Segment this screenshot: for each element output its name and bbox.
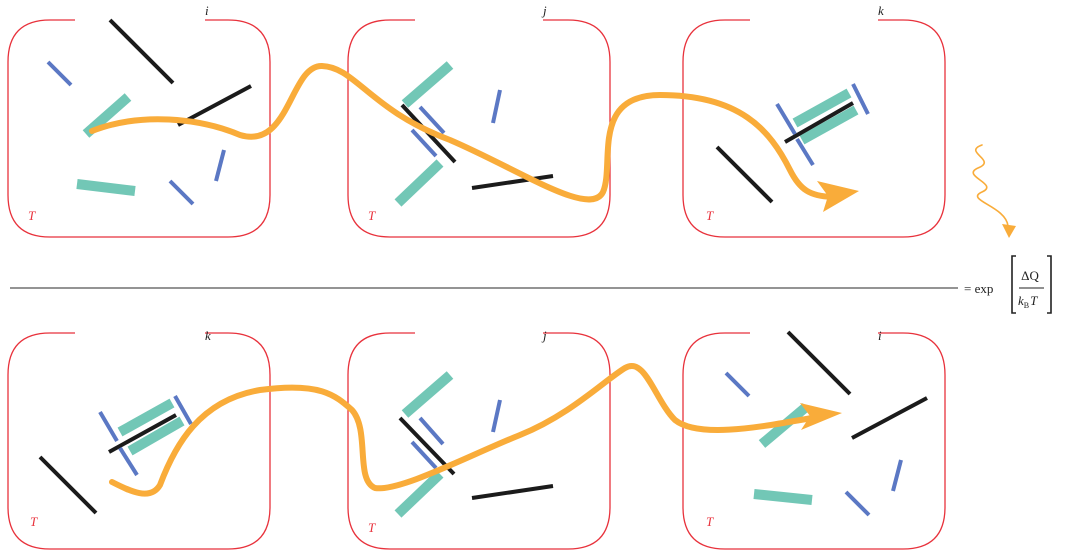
black-rod bbox=[784, 101, 854, 144]
blue-rod bbox=[46, 60, 73, 87]
blue-rod bbox=[851, 83, 870, 115]
black-rod bbox=[108, 18, 175, 85]
black-rod bbox=[108, 413, 177, 454]
top-box-3-state-label: k bbox=[878, 3, 884, 18]
teal-rod bbox=[394, 470, 444, 518]
black-rod bbox=[851, 396, 928, 440]
reverse-trajectory-path bbox=[109, 363, 815, 497]
blue-rod bbox=[775, 102, 797, 136]
teal-rod bbox=[117, 398, 175, 437]
bottom-box-2-temperature-label: T bbox=[368, 520, 376, 535]
forward-trajectory-arrowhead bbox=[817, 181, 859, 212]
black-rod bbox=[471, 484, 554, 500]
bottom-box-state-3: i T bbox=[682, 328, 946, 550]
ratio-prefix: = exp bbox=[964, 281, 993, 296]
blue-rod bbox=[418, 105, 446, 135]
bottom-box-3-temperature-label: T bbox=[706, 514, 714, 529]
bottom-box-2-state-label: j bbox=[541, 328, 547, 343]
bottom-box-1-temperature-label: T bbox=[30, 514, 38, 529]
teal-rod bbox=[127, 416, 185, 456]
top-box-3-temperature-label: T bbox=[706, 208, 714, 223]
heat-arrowhead-icon bbox=[1002, 224, 1016, 238]
blue-rod bbox=[891, 459, 903, 492]
teal-rod bbox=[753, 489, 813, 505]
blue-rod bbox=[98, 410, 119, 443]
top-box-2-temperature-label: T bbox=[368, 208, 376, 223]
top-box-2-state-label: j bbox=[541, 3, 547, 18]
blue-rod bbox=[844, 490, 871, 517]
blue-rod bbox=[168, 179, 195, 206]
blue-rod bbox=[491, 89, 502, 124]
denominator-k: k bbox=[1018, 293, 1024, 308]
teal-rod bbox=[401, 371, 454, 418]
black-rod bbox=[471, 174, 554, 190]
blue-rod bbox=[795, 137, 815, 167]
teal-rod bbox=[799, 105, 859, 145]
forward-trajectory-path bbox=[89, 62, 835, 203]
bottom-row: k T j T i T bbox=[7, 328, 946, 550]
top-box-1-state-label: i bbox=[205, 3, 209, 18]
teal-rod bbox=[792, 88, 852, 128]
ratio-denominator: kBT bbox=[1018, 293, 1038, 310]
bottom-box-state-2: j T bbox=[347, 328, 611, 550]
bottom-box-3-state-label: i bbox=[878, 328, 882, 343]
reverse-trajectory-arrowhead bbox=[800, 403, 842, 430]
blue-rod bbox=[491, 399, 502, 433]
right-bracket bbox=[1047, 255, 1052, 314]
bottom-box-3-frame bbox=[682, 332, 946, 550]
ratio-expression: = exp ΔQ kBT bbox=[964, 255, 1052, 314]
blue-rod bbox=[214, 149, 226, 182]
black-rod bbox=[38, 455, 98, 515]
top-box-state-2: j T bbox=[347, 3, 611, 238]
bottom-box-state-1: k T bbox=[7, 328, 271, 550]
left-bracket bbox=[1011, 255, 1016, 314]
bottom-box-2-frame bbox=[347, 332, 611, 550]
top-box-1-temperature-label: T bbox=[28, 208, 36, 223]
top-box-1-frame bbox=[7, 19, 271, 238]
top-box-state-3: k T bbox=[682, 3, 946, 238]
blue-rod bbox=[724, 371, 751, 398]
bottom-box-1-state-label: k bbox=[205, 328, 211, 343]
heat-squiggle-icon bbox=[972, 144, 1009, 227]
blue-rod bbox=[418, 416, 445, 446]
blue-rod bbox=[173, 395, 193, 425]
ratio-numerator: ΔQ bbox=[1021, 268, 1039, 283]
blue-rod bbox=[410, 440, 438, 470]
black-rod bbox=[786, 330, 852, 396]
denominator-T: T bbox=[1030, 293, 1038, 308]
denominator-sub: B bbox=[1024, 301, 1029, 310]
top-box-2-frame bbox=[347, 19, 611, 238]
teal-rod bbox=[76, 179, 136, 196]
blue-rod bbox=[118, 446, 139, 477]
teal-rod bbox=[401, 61, 454, 108]
blue-rod bbox=[410, 128, 438, 158]
top-row: i T j T k T bbox=[7, 3, 1016, 238]
teal-rod bbox=[394, 159, 444, 207]
black-rod bbox=[715, 145, 774, 204]
